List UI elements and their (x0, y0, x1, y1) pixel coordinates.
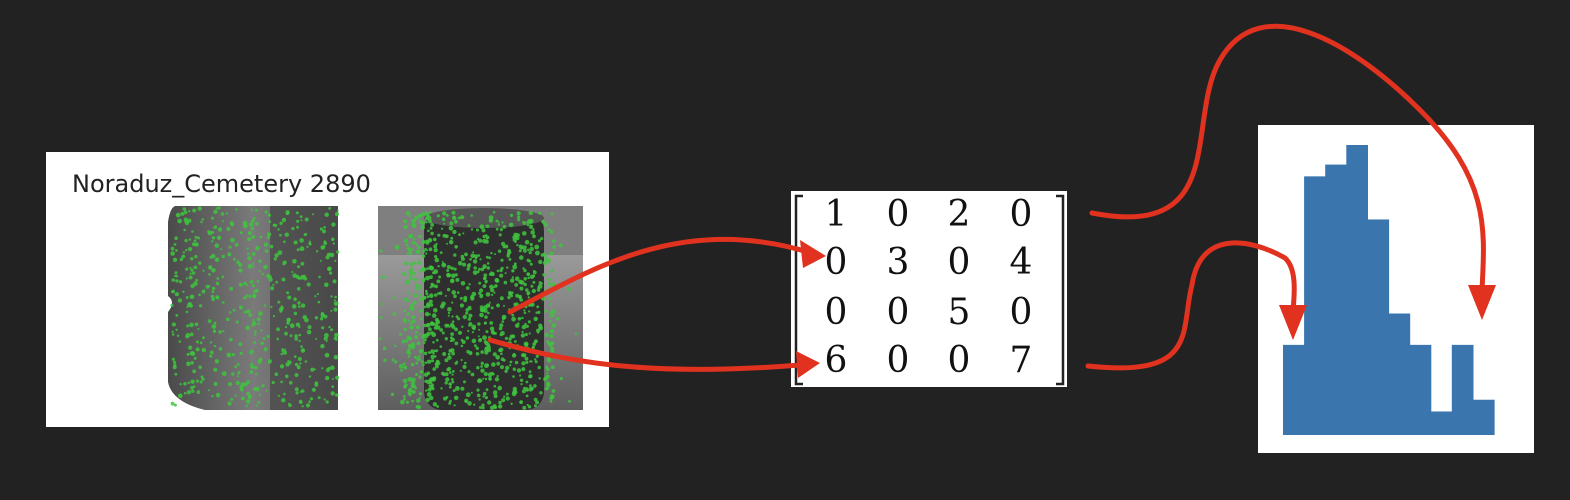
matrix-cell: 0 (1010, 194, 1033, 235)
matrix-cell: 2 (948, 194, 971, 235)
histogram-bar (1388, 313, 1411, 435)
histogram-bar (1304, 176, 1326, 435)
arrowhead-row-4 (796, 351, 820, 378)
histogram-bar (1451, 344, 1474, 435)
arrows (487, 23, 1496, 378)
keypoints-left (170, 206, 340, 408)
arrowhead-row-2 (800, 240, 826, 268)
arrow-keypoint-to-row-2 (507, 236, 811, 315)
matrix-cell: 0 (887, 194, 910, 235)
arrowhead-row-1 (1468, 285, 1496, 320)
matrix-background (791, 191, 1067, 387)
matrix-cell: 0 (887, 340, 910, 381)
histogram-bar (1346, 145, 1368, 435)
histogram-bar (1325, 164, 1347, 435)
histogram-bar (1430, 411, 1453, 435)
right-photo (378, 206, 583, 410)
image-caption: Noraduz_Cemetery 2890 (72, 170, 371, 198)
histogram (1283, 145, 1495, 435)
arrow-keypoint-to-row-4 (487, 337, 803, 372)
matrix-cell: 6 (825, 340, 848, 381)
keypoints-right (378, 210, 578, 410)
histogram-bar (1367, 219, 1390, 435)
matrix-cell: 0 (825, 242, 848, 283)
matrix-cell: 0 (948, 340, 971, 381)
matrix-left-bracket (794, 194, 803, 386)
histogram-bar (1283, 344, 1305, 435)
matrix-cell: 0 (1010, 292, 1033, 333)
matrix-right-bracket (1056, 194, 1065, 386)
matrix-cell: 0 (825, 292, 848, 333)
matrix-cell: 1 (825, 194, 848, 235)
matrix-cell: 0 (887, 292, 910, 333)
matrix-cell: 4 (1010, 242, 1033, 283)
matrix-cell: 3 (887, 242, 910, 283)
matrix-cell: 0 (948, 242, 971, 283)
arrow-row-4-to-bin (1085, 240, 1297, 371)
matrix-cell: 5 (948, 292, 971, 333)
arrowhead-row-4-bin (1279, 305, 1307, 340)
image-pair-panel: Noraduz_Cemetery 2890 (46, 152, 609, 427)
arrow-row-1-to-bin (1089, 23, 1486, 293)
sparse-matrix: 1 0 2 0 0 3 0 4 0 0 5 0 6 0 0 7 (791, 191, 1067, 387)
left-photo (132, 206, 340, 410)
histogram-bar (1472, 399, 1495, 435)
matrix-cell: 7 (1010, 340, 1033, 381)
histogram-bar (1409, 344, 1432, 435)
